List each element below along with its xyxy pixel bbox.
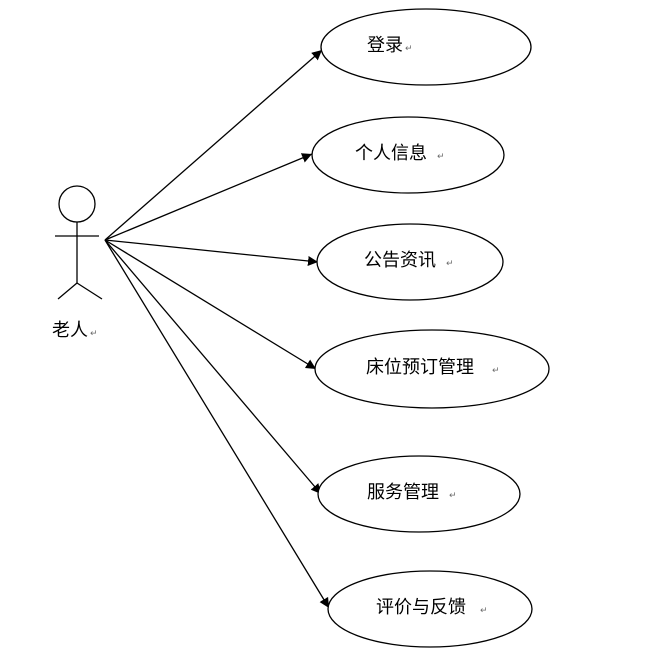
use-cases: 登录 ↵ 个人信息 ↵ 公告资讯 ↵ 床位预订管理 ↵ 服务管理 ↵ 评价与反馈… (311, 8, 550, 648)
use-case-personal-info: 个人信息 ↵ (311, 116, 505, 194)
use-case-label: 个人信息 (355, 143, 427, 164)
use-case-label: 评价与反馈 (376, 597, 466, 618)
use-case-service-management: 服务管理 ↵ (317, 455, 521, 533)
use-case-label: 登录 (367, 35, 403, 56)
use-case-ellipse (316, 223, 504, 301)
use-case-label: 床位预订管理 (366, 357, 474, 378)
use-case-label-mark: ↵ (446, 259, 454, 269)
use-case-ellipse (327, 570, 533, 648)
use-case-label-mark: ↵ (480, 606, 488, 616)
use-case-announcements: 公告资讯 ↵ (316, 223, 504, 301)
use-case-ellipse (314, 329, 550, 409)
arrow-login (104, 49, 323, 241)
use-case-bed-booking: 床位预订管理 ↵ (314, 329, 550, 409)
arrow-feedback (104, 239, 330, 609)
use-case-login: 登录 ↵ (320, 8, 532, 86)
actor-right-leg (76, 282, 103, 300)
arrow-service-management (104, 239, 322, 495)
use-case-ellipse (311, 116, 505, 194)
use-case-label: 公告资讯 (364, 250, 436, 271)
use-case-label-mark: ↵ (449, 491, 457, 501)
use-case-ellipse (317, 455, 521, 533)
actor-figure (55, 185, 103, 300)
use-case-ellipse (320, 8, 532, 86)
arrow-bed-booking (104, 239, 317, 370)
arrow-personal-info (104, 153, 313, 241)
actor-head (58, 185, 96, 223)
use-case-label-mark: ↵ (437, 152, 445, 162)
use-case-feedback: 评价与反馈 ↵ (327, 570, 533, 648)
arrow-announcements (104, 239, 319, 266)
actor-label: 老人 (52, 320, 88, 341)
association-arrows (104, 49, 330, 609)
actor-left-leg (57, 282, 78, 300)
use-case-label: 服务管理 (367, 482, 439, 503)
use-case-label-mark: ↵ (405, 44, 413, 54)
use-case-label-mark: ↵ (492, 366, 500, 376)
actor-label-mark: ↵ (90, 329, 98, 339)
